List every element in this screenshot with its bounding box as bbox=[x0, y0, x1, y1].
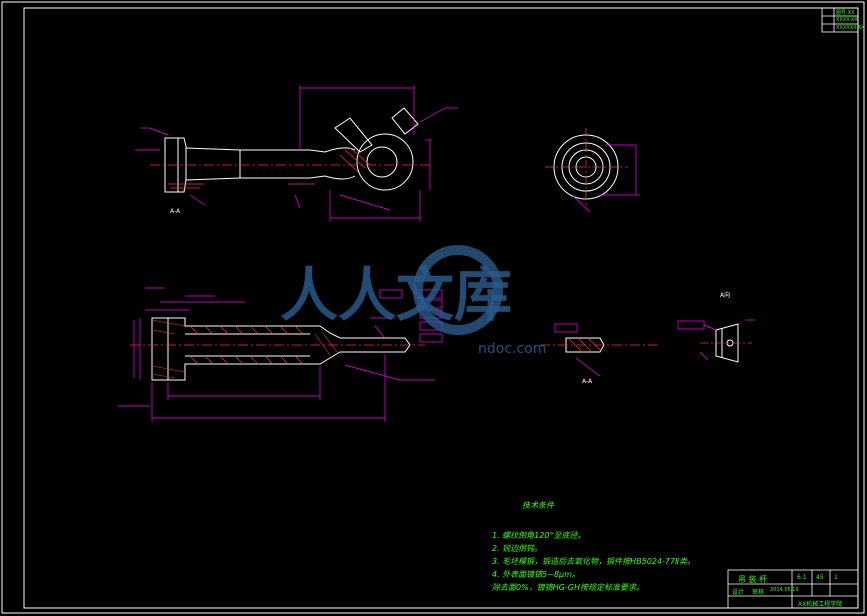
corner-block-line-2: XXXX-XX bbox=[836, 17, 858, 23]
notes-line-2: 2. 锐边倒钝。 bbox=[492, 544, 543, 553]
elevation-dimensions bbox=[135, 85, 458, 222]
corner-block-line-3: XXXXXX-XX bbox=[836, 25, 865, 31]
title-block-checker: 审核 bbox=[752, 589, 765, 596]
title-block-name: 吊 装 杆 bbox=[738, 575, 768, 584]
end-view-centerlines bbox=[545, 128, 628, 208]
inner-border bbox=[23, 7, 859, 609]
tolerance-frames bbox=[379, 289, 443, 343]
corner-block-line-1: 图号:XX bbox=[836, 10, 855, 16]
elevation-hatch bbox=[168, 147, 371, 189]
view-label-section-bottom: A-A bbox=[582, 378, 593, 385]
notes-line-1: 1. 螺纹倒角120°至底径。 bbox=[492, 531, 586, 540]
view-label-section-top: A-A bbox=[170, 208, 181, 215]
title-block-footer: XX机械工程学院 bbox=[798, 601, 843, 608]
view-label-view-a: A向 bbox=[720, 292, 731, 299]
title-block-date: 2014.05.19 bbox=[770, 587, 799, 593]
section-dimensions bbox=[118, 287, 435, 422]
title-block-material: 45 bbox=[816, 574, 824, 581]
title-block-scale: 6:1 bbox=[797, 574, 807, 581]
notes-line-3: 3. 毛坯模锻，锻造后去氧化物，锻件按HB5024-77Ⅱ类。 bbox=[492, 557, 696, 566]
notes-title: 技术条件 bbox=[522, 501, 554, 510]
corner-block bbox=[821, 7, 859, 33]
section-hatch bbox=[151, 319, 338, 379]
view-a-dims bbox=[677, 319, 755, 361]
end-view-dimensions bbox=[571, 144, 640, 213]
notes-line-5: 除去面0%，镀铬HG-GH按规定标准要求。 bbox=[492, 583, 645, 592]
notes-line-4: 4. 外表面镀铬5~8μm。 bbox=[492, 570, 580, 579]
elevation-view bbox=[164, 107, 419, 193]
small-section-dims bbox=[554, 323, 601, 377]
title-block-designer: 设计 bbox=[732, 589, 745, 596]
small-section bbox=[565, 337, 605, 353]
title-block bbox=[727, 569, 859, 609]
title-block-sheet: 1 bbox=[834, 574, 838, 581]
